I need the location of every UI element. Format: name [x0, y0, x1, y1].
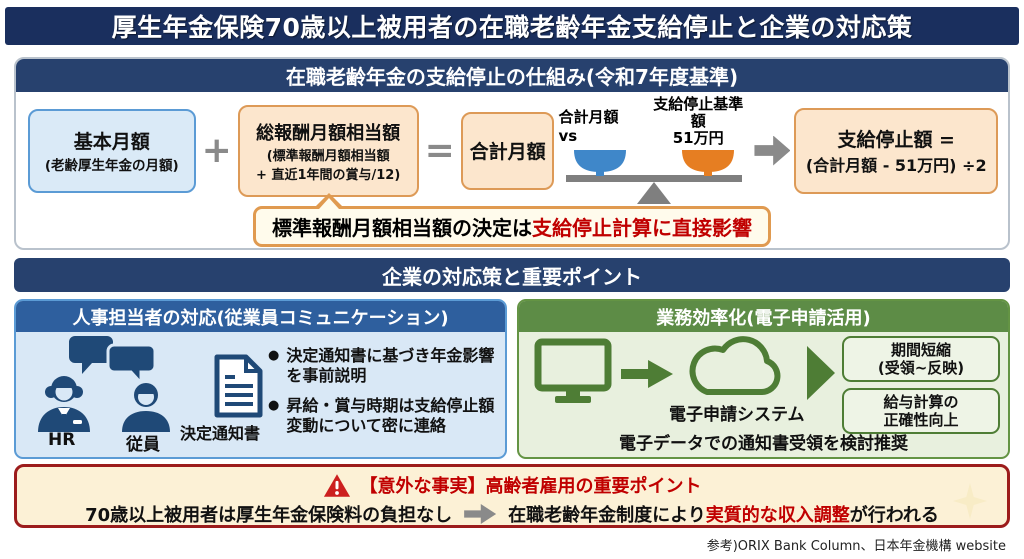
source-reference: 参考)ORIX Bank Column、日本年金機構 website: [706, 539, 1006, 554]
hr-panel-header-label: 人事担当者の対応(従業員コミュニケーション): [72, 307, 449, 329]
mechanism-header-label: 在職老齢年金の支給停止の仕組み(令和7年度基準): [285, 65, 739, 89]
measures-panels: 人事担当者の対応(従業員コミュニケーション) HR: [14, 299, 1010, 459]
total-monthly-title: 合計月額: [469, 141, 546, 163]
balance-scale-icon: [566, 150, 743, 205]
alert-heading: 【意外な事実】高齢者雇用の重要ポイント: [359, 476, 702, 497]
efficiency-note: 電子データでの通知書受領を検討推奨: [619, 434, 908, 454]
page-title-bar: 厚生年金保険70歳以上被用者の在職老齢年金支給停止と企業の対応策: [5, 7, 1019, 45]
comparison-scale-group: 合計月額 vs 支給停止基準額 51万円: [558, 94, 750, 206]
mechanism-section: 在職老齢年金の支給停止の仕組み(令和7年度基準) 基本月額 (老齢厚生年金の月額…: [14, 57, 1010, 250]
note-black-text: 標準報酬月額相当額の決定は: [272, 216, 532, 240]
mechanism-header: 在職老齢年金の支給停止の仕組み(令和7年度基準): [16, 59, 1008, 92]
gross-remuneration-sub1: (標準報酬月額相当額: [266, 148, 390, 164]
benefit-box-1: 期間短縮 (受領~反映): [842, 336, 1000, 382]
page-title: 厚生年金保険70歳以上被用者の在職老齢年金支給停止と企業の対応策: [111, 13, 913, 42]
hr-bullet-1: 決定通知書に基づき年金影響を事前説明: [268, 346, 500, 387]
hr-bullets: 決定通知書に基づき年金影響を事前説明 昇給・賞与時期は支給停止額変動について密に…: [268, 346, 500, 446]
document-label: 決定通知書: [180, 424, 261, 443]
measures-header: 企業の対応策と重要ポイント: [14, 258, 1010, 292]
plus-operator: +: [201, 129, 232, 171]
benefit-boxes: 期間短縮 (受領~反映) 給与計算の 正確性向上: [842, 336, 1000, 434]
equals-operator: =: [424, 129, 455, 171]
hr-label: HR: [48, 430, 76, 450]
suspension-amount-box: 支給停止額 = (合計月額 - 51万円) ÷2: [794, 107, 998, 194]
gross-remuneration-title: 総報酬月額相当額: [256, 122, 401, 144]
total-monthly-box: 合計月額: [460, 111, 555, 190]
hr-person-icon: [38, 376, 90, 432]
efficiency-arrow-icon: [621, 360, 673, 388]
alert-fact-row: 70歳以上被用者は厚生年金保険料の負担なし 在職老齢年金制度により実質的な収入調…: [17, 501, 1007, 527]
hr-panel-body: HR 従員 決定通知書 決定通知書に基づき年金影響を事前説明 昇給・賞与時期は支…: [16, 332, 505, 457]
alert-heading-row: 【意外な事実】高齢者雇用の重要ポイント: [17, 472, 1007, 498]
suspension-amount-formula: (合計月額 - 51万円) ÷2: [805, 156, 987, 175]
basic-monthly-title: 基本月額: [73, 131, 150, 153]
suspension-amount-title: 支給停止額 =: [837, 129, 955, 151]
monitor-icon: [534, 338, 612, 403]
note-text: 標準報酬月額相当額の決定は支給停止計算に直接影響: [253, 206, 771, 247]
scale-right-label: 支給停止基準額 51万円: [653, 94, 744, 148]
employee-person-icon: [122, 383, 170, 432]
measures-header-label: 企業の対応策と重要ポイント: [382, 264, 642, 289]
pension-formula-flow: 基本月額 (老齢厚生年金の月額) + 総報酬月額相当額 (標準報酬月額相当額 +…: [16, 92, 1008, 205]
alert-arrow-icon: [464, 504, 497, 524]
basic-monthly-box: 基本月額 (老齢厚生年金の月額): [28, 108, 196, 193]
employee-label: 従員: [126, 435, 160, 455]
benefit-box-2: 給与計算の 正確性向上: [842, 388, 1000, 434]
basic-monthly-subtitle: (老齢厚生年金の月額): [44, 158, 179, 174]
warning-icon: [323, 473, 350, 497]
efficiency-panel-header: 業務効率化(電子申請活用): [519, 301, 1008, 332]
alert-box: 【意外な事実】高齢者雇用の重要ポイント 70歳以上被用者は厚生年金保険料の負担な…: [14, 464, 1010, 528]
alert-consequence-red: 実質的な収入調整: [705, 505, 850, 526]
hr-panel-header: 人事担当者の対応(従業員コミュニケーション): [16, 301, 505, 332]
scale-labels: 合計月額 vs 支給停止基準額 51万円: [558, 94, 750, 148]
alert-consequence: 在職老齢年金制度により実質的な収入調整が行われる: [508, 505, 939, 526]
note-callout: 標準報酬月額相当額の決定は支給停止計算に直接影響: [253, 193, 771, 247]
efficiency-panel-body: 電子申請システム 期間短縮 (受領~反映) 給与計算の 正確性向上 電子データで…: [519, 332, 1008, 457]
gross-remuneration-sub2: + 直近1年間の賞与/12): [256, 167, 401, 183]
benefit-arrow-icon: [807, 346, 835, 400]
note-red-text: 支給停止計算に直接影響: [532, 216, 752, 240]
notice-document-icon: [214, 354, 263, 418]
hr-panel: 人事担当者の対応(従業員コミュニケーション) HR: [14, 299, 507, 459]
speech-bubbles-icon: [69, 336, 157, 387]
gross-remuneration-box: 総報酬月額相当額 (標準報酬月額相当額 + 直近1年間の賞与/12): [237, 104, 419, 197]
cloud-icon: [689, 336, 781, 396]
system-label: 電子申請システム: [669, 405, 805, 425]
alert-fact: 70歳以上被用者は厚生年金保険料の負担なし: [85, 505, 453, 526]
scale-left-label: 合計月額 vs: [558, 108, 619, 146]
efficiency-panel-header-label: 業務効率化(電子申請活用): [656, 307, 871, 329]
flow-arrow-icon: [754, 135, 791, 166]
efficiency-panel: 業務効率化(電子申請活用) 電子申請システム 期間短縮 (受領~反映) 給与計算…: [517, 299, 1010, 459]
hr-bullet-2: 昇給・賞与時期は支給停止額変動について密に連絡: [268, 396, 500, 437]
